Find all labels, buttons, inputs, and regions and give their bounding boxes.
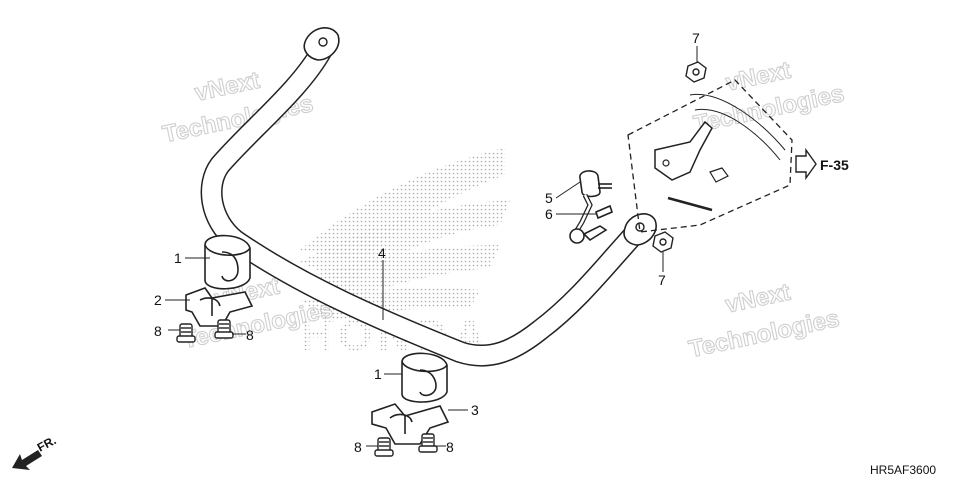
svg-text:vNext: vNext xyxy=(723,279,793,319)
svg-text:Technologies: Technologies xyxy=(686,305,841,363)
bushing-upper[interactable] xyxy=(204,234,251,290)
inset-frame xyxy=(627,79,793,233)
callout-2: 2 xyxy=(154,292,162,308)
callout-7-lower: 7 xyxy=(658,272,666,288)
svg-text:vNext: vNext xyxy=(192,67,262,107)
svg-text:vNext: vNext xyxy=(723,57,793,97)
bracket-upper[interactable] xyxy=(185,287,254,327)
bushing-lower[interactable] xyxy=(401,352,448,403)
watermark: vNext Technologies xyxy=(686,278,842,364)
stabilizer-link[interactable] xyxy=(569,170,613,244)
callout-8-a: 8 xyxy=(154,323,162,339)
bracket-lower[interactable] xyxy=(371,403,450,445)
callout-1-lower: 1 xyxy=(374,366,382,382)
callout-5: 5 xyxy=(545,190,553,206)
reference-label: F-35 xyxy=(820,157,849,173)
stabilizer-bar[interactable] xyxy=(200,27,657,367)
front-direction-marker: FR. xyxy=(12,433,58,470)
callout-4: 4 xyxy=(378,245,386,261)
diagram-code: HR5AF3600 xyxy=(870,463,936,477)
callout-7-upper: 7 xyxy=(692,30,700,46)
callout-1-upper: 1 xyxy=(174,250,182,266)
nut-lower[interactable] xyxy=(652,231,674,253)
leader-lines xyxy=(165,46,698,447)
callout-8-b: 8 xyxy=(246,327,254,343)
bolt-lower-left[interactable] xyxy=(374,437,394,457)
callout-3: 3 xyxy=(471,402,479,418)
bolt-lower-right[interactable] xyxy=(418,433,438,453)
callout-8-d: 8 xyxy=(446,439,454,455)
bolt-upper-right[interactable] xyxy=(214,319,234,339)
reference-arrow[interactable]: F-35 xyxy=(795,147,849,181)
callout-6: 6 xyxy=(545,206,553,222)
nut-upper[interactable] xyxy=(685,61,707,83)
callout-8-c: 8 xyxy=(354,439,362,455)
bolt-upper-left[interactable] xyxy=(176,323,196,343)
svg-text:Technologies: Technologies xyxy=(691,80,846,138)
